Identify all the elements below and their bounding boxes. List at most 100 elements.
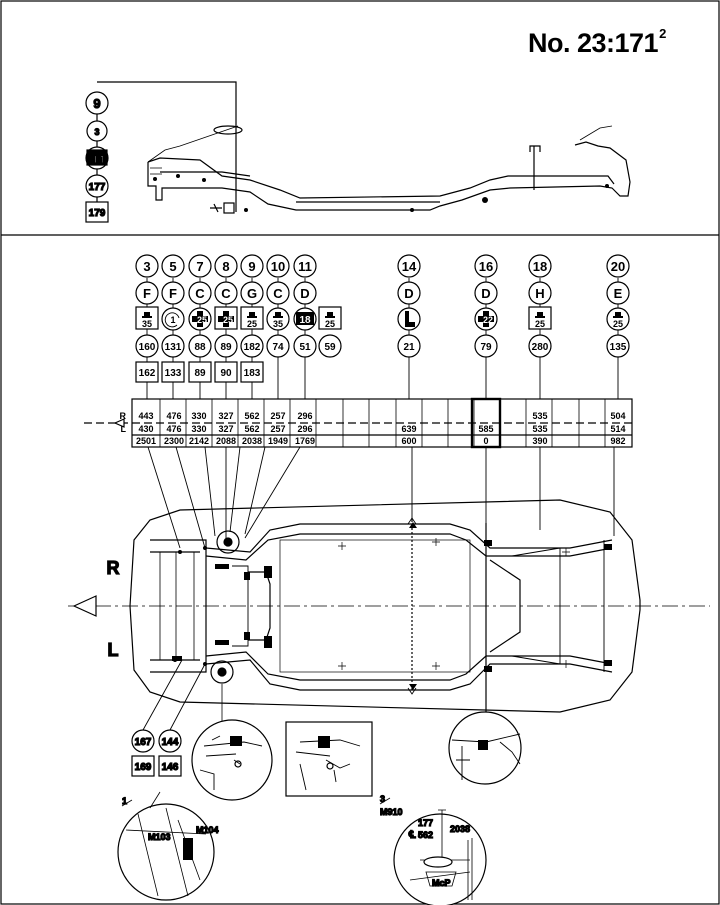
- detail-177: 177: [418, 818, 433, 828]
- column-ref: 16: [479, 259, 493, 274]
- column-circle-value: 280: [532, 342, 549, 353]
- reference-crosshairs: [338, 538, 570, 670]
- column-ref-circle: [397, 254, 421, 278]
- side-body-outline: [147, 141, 631, 211]
- column-ref: 14: [402, 259, 417, 274]
- table-right-value: 504: [610, 411, 625, 421]
- column-value-circle: [474, 334, 498, 358]
- side-bracket: [223, 202, 235, 214]
- table-left-value: 327: [218, 424, 233, 434]
- table-bottom-value: 2038: [242, 436, 262, 446]
- column-value-box: [188, 361, 212, 383]
- column-box-value: 183: [244, 368, 261, 379]
- leader-lines: [147, 446, 615, 549]
- column-value-circle: [397, 334, 421, 358]
- column-value-circle: [293, 334, 317, 358]
- table-bottom-value: 2300: [164, 436, 184, 446]
- side-rear-post: [529, 145, 541, 190]
- right-longitudinal-member: [205, 523, 613, 553]
- column-spec: 25: [613, 319, 623, 329]
- column-letter: C: [273, 286, 283, 301]
- l-bracket-icon: [405, 311, 415, 327]
- measure-table-frame: [131, 398, 633, 448]
- column-box-value: 162: [139, 368, 156, 379]
- table-right-value: 257: [270, 411, 285, 421]
- table-right-value: 562: [244, 411, 259, 421]
- table-row-label-right: R: [120, 411, 127, 421]
- table-left-value: 514: [610, 424, 625, 434]
- floor-pan: [279, 539, 471, 673]
- jack-pad-icon: [247, 312, 257, 318]
- column-letter-circle: [528, 281, 552, 305]
- table-left-value: 562: [244, 424, 259, 434]
- bottom-callout-box-1: [131, 755, 155, 777]
- column-circle-value: 182: [244, 342, 261, 353]
- column-ref: 11: [298, 259, 312, 274]
- column-letter: D: [300, 286, 309, 301]
- top-callout: [85, 81, 237, 223]
- top-callout-box-value: 179: [89, 208, 106, 219]
- column-value-circle: [161, 334, 185, 358]
- column-ref: 20: [611, 259, 625, 274]
- detail-bubble-ball-joint: [117, 791, 215, 901]
- column-letter: F: [169, 286, 177, 301]
- top-callout-ref-circle: [85, 91, 109, 115]
- top-callout-box: [85, 201, 109, 223]
- column-ref: 10: [271, 259, 285, 274]
- table-right-value: 476: [166, 411, 181, 421]
- detail-bubble-front-left: [191, 684, 273, 801]
- column-value-box: [135, 361, 159, 383]
- column-ref-circle: [606, 254, 630, 278]
- column-ref: 18: [533, 259, 547, 274]
- table-left-value: 476: [166, 424, 181, 434]
- column-spec: 22: [483, 315, 493, 325]
- column-ref: 9: [248, 259, 255, 274]
- detail-bubble-rear: [448, 711, 522, 785]
- top-callout-sub: 3: [94, 127, 99, 137]
- column-ref-circle: [214, 254, 238, 278]
- column-letter: F: [143, 286, 151, 301]
- column-spec: 25: [325, 319, 335, 329]
- table-bottom-value: 2142: [189, 436, 209, 446]
- column-letter: D: [404, 286, 413, 301]
- table-bottom-value: 2088: [216, 436, 236, 446]
- title-main: No. 23:171: [528, 28, 659, 58]
- column-letter-circle: [188, 281, 212, 305]
- column-circle-value: 131: [165, 342, 182, 353]
- table-right-value: 535: [532, 411, 547, 421]
- column-ref: 8: [222, 259, 229, 274]
- column-ref-circle: [528, 254, 552, 278]
- column-ref-circle: [266, 254, 290, 278]
- column-ref-circle: [161, 254, 185, 278]
- column-spec: 35: [273, 319, 283, 329]
- bottom-callouts: [131, 659, 206, 777]
- column-ref-circle: [135, 254, 159, 278]
- table-bottom-value: 1949: [268, 436, 288, 446]
- front-right-wheel-hub: [216, 530, 240, 554]
- column-spec: 25: [535, 319, 545, 329]
- column-ref: 5: [169, 259, 176, 274]
- front-frame: [150, 539, 207, 673]
- column-callout-text: 3F351601625F11311337C2588898C2589909G251…: [139, 259, 627, 379]
- front-left-wheel-hub: [210, 660, 234, 684]
- note3-ref: 3: [380, 794, 385, 804]
- column-letter-circle: [293, 281, 317, 305]
- column-circle-value: 51: [299, 342, 311, 353]
- column-circle-value: 135: [610, 342, 627, 353]
- table-left-value: 330: [191, 424, 206, 434]
- top-callout-leader: [97, 81, 237, 212]
- column-letter: G: [247, 286, 257, 301]
- detail-bubble-measure-point: [393, 809, 487, 905]
- bolt-head-icon: [86, 149, 108, 166]
- column-letter: C: [195, 286, 205, 301]
- measure-table-dividers: [159, 399, 606, 447]
- column-value-circle: [214, 334, 238, 358]
- column-letter-circle: [266, 281, 290, 305]
- column-circle-value: 160: [139, 342, 156, 353]
- centerline-symbol: ℄: [408, 830, 416, 841]
- column-spec: 18: [299, 315, 311, 326]
- cross-bolt-icon: [218, 311, 234, 327]
